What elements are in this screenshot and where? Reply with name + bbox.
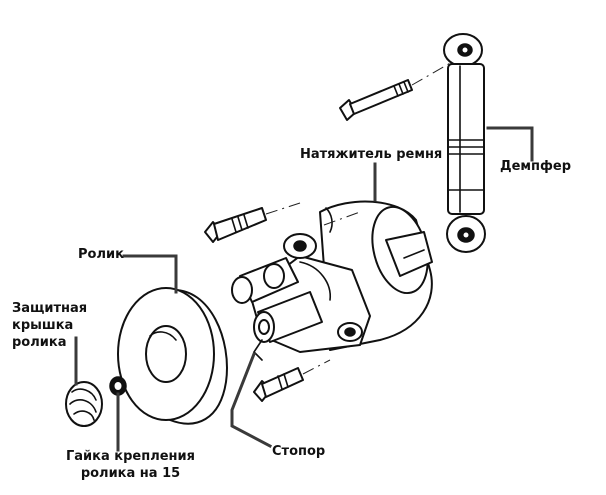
damper-part <box>443 33 486 253</box>
leader-lines <box>74 126 534 452</box>
label-tensioner: Натяжитель ремня <box>300 147 443 162</box>
nut-part <box>109 376 127 396</box>
label-damper: Демпфер <box>500 159 572 174</box>
mounting-bolt-upper <box>204 202 301 243</box>
label-roller-nut-line2: ролика на 15 <box>80 466 181 481</box>
tensioner-body <box>231 200 433 361</box>
label-roller: Ролик <box>78 247 124 262</box>
label-roller-nut-line1: Гайка крепления <box>66 449 195 464</box>
mounting-bolt-lower <box>253 359 331 402</box>
label-stopper: Стопор <box>272 444 326 459</box>
label-protective-cap-line2: крышка <box>12 318 74 333</box>
label-protective-cap-line3: ролика <box>12 335 67 350</box>
label-protective-cap-line1: Защитная <box>12 301 88 316</box>
roller-part <box>117 287 228 425</box>
protective-cap-part <box>65 381 103 427</box>
label-protective-cap: Защитная крышка ролика <box>12 300 87 351</box>
label-roller-nut: Гайка крепления ролика на 15 <box>66 448 195 482</box>
top-bolt <box>339 61 453 121</box>
